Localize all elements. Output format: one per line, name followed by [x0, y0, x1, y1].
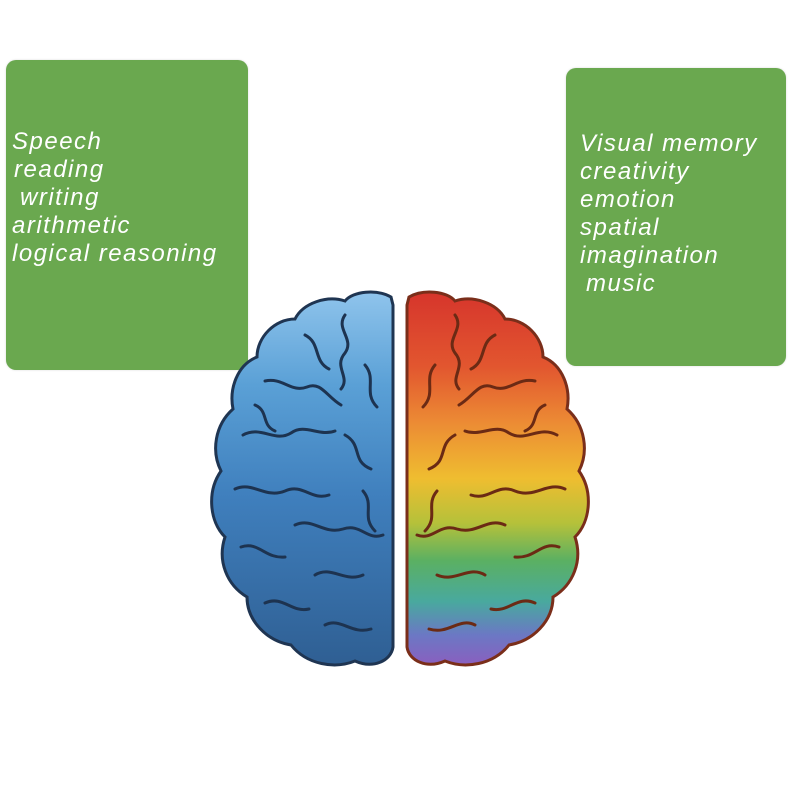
brain-icon — [210, 290, 590, 667]
brain-illustration — [195, 285, 605, 675]
function-writing: writing — [20, 184, 100, 211]
right-hemisphere — [405, 290, 590, 667]
right-functions-list: Visual memory creativity emotion spatial… — [580, 130, 758, 298]
right-folds — [415, 313, 567, 632]
function-spatial: spatial — [580, 214, 660, 241]
function-imagination: imagination — [580, 242, 720, 269]
function-arithmetic: arithmetic — [12, 212, 132, 239]
function-speech: Speech — [12, 128, 103, 155]
left-brain-functions-panel: Speech reading writing arithmetic logica… — [6, 60, 248, 370]
function-logical-reasoning: logical reasoning — [12, 240, 218, 267]
function-creativity: creativity — [580, 158, 690, 185]
function-visual-memory: Visual memory — [580, 130, 758, 157]
function-emotion: emotion — [580, 186, 676, 213]
function-reading: reading — [14, 156, 105, 183]
left-folds — [233, 313, 385, 632]
left-hemisphere — [210, 290, 395, 667]
left-functions-list: Speech reading writing arithmetic logica… — [12, 128, 218, 268]
right-brain-functions-panel: Visual memory creativity emotion spatial… — [566, 68, 786, 366]
function-music: music — [586, 270, 657, 297]
